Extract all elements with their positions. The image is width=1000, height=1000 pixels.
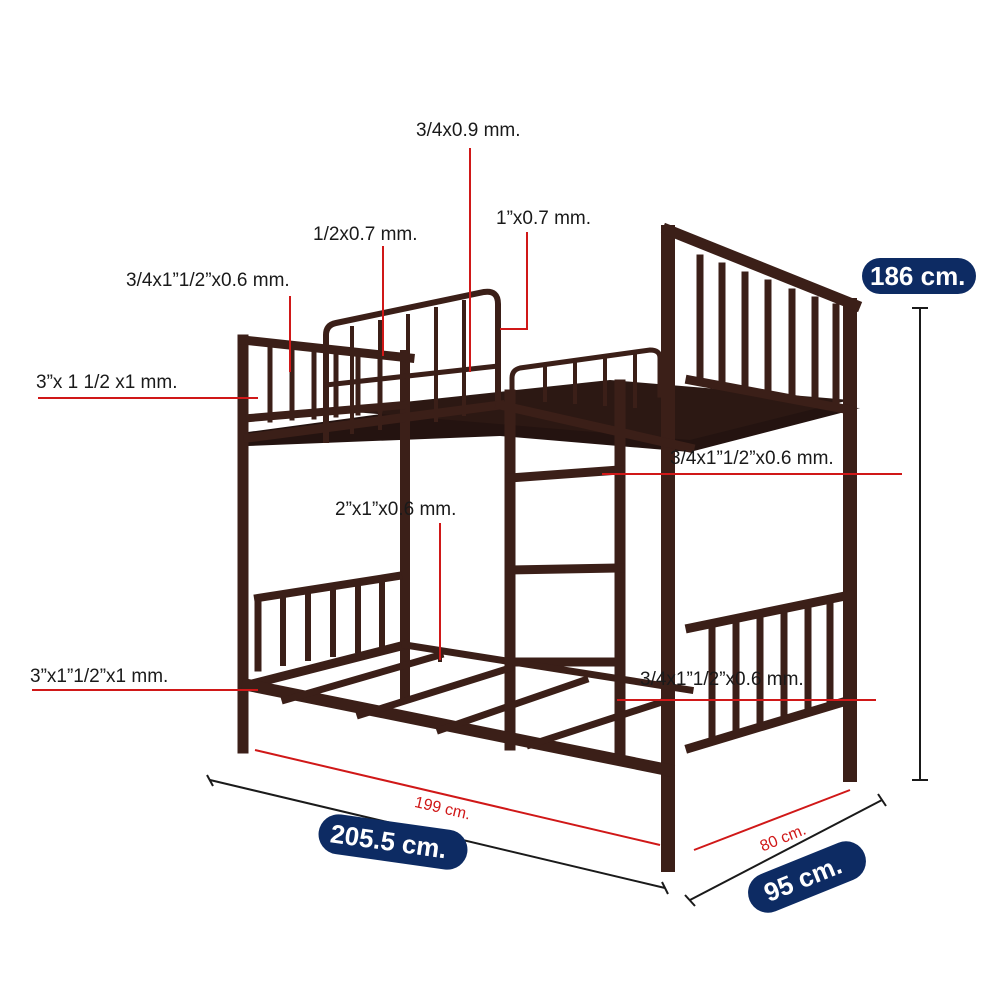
outer-width-line	[689, 799, 883, 901]
label-foot-rail-lower: 3/4x1”1/2”x0.6 mm.	[640, 669, 804, 690]
label-side-frame-upper: 3”x 1 1/2 x1 mm.	[36, 372, 178, 393]
inner-length-line	[254, 749, 661, 846]
height-pill: 186 cm.	[862, 258, 976, 294]
label-head-post-upper: 3/4x1”1/2”x0.6 mm.	[126, 270, 290, 291]
label-guard-rail: 1”x0.7 mm.	[496, 208, 591, 229]
label-inner-width: 80 cm.	[758, 822, 809, 856]
label-guard-spindle: 1/2x0.7 mm.	[313, 224, 418, 245]
outer-length-pill: 205.5 cm.	[318, 814, 468, 870]
leader-guard-rail	[500, 232, 528, 330]
label-ladder-rail: 3/4x1”1/2”x0.6 mm.	[670, 448, 834, 469]
label-slat: 2”x1”x0.6 mm.	[335, 499, 456, 520]
label-top-rail: 3/4x0.9 mm.	[416, 120, 521, 141]
bunk-bed-illustration	[237, 222, 863, 872]
annotations: 3/4x0.9 mm. 1/2x0.7 mm. 1”x0.7 mm. 3/4x1…	[30, 120, 976, 913]
inner-width-line	[693, 789, 851, 851]
label-side-frame-lower: 3”x1”1/2”x1 mm.	[30, 666, 168, 687]
label-height: 186 cm.	[870, 261, 965, 291]
